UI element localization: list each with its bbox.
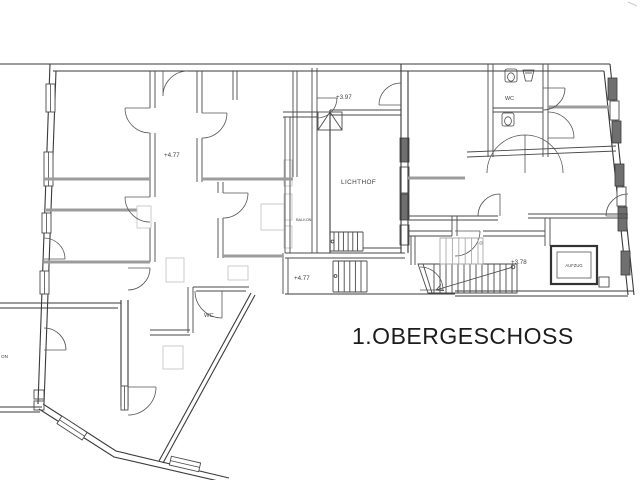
interior-walls bbox=[149, 64, 628, 336]
wc-fixtures bbox=[501, 68, 535, 127]
label-level-right: +3.78 bbox=[511, 259, 527, 266]
stair-corridor bbox=[332, 260, 368, 293]
toilet-icon bbox=[504, 68, 518, 83]
interior-walls-gray bbox=[44, 105, 610, 264]
stair-lichthof bbox=[330, 231, 364, 252]
labels: +4.77 +4.77 +3.97 +3.78 LICHTHOF BALKON … bbox=[1, 94, 574, 359]
label-level-top-left: +4.77 bbox=[164, 152, 180, 159]
stair-main bbox=[417, 263, 518, 294]
page-title: 1.OBERGESCHOSS bbox=[352, 323, 574, 349]
window-symbols-right-wall bbox=[607, 77, 631, 276]
label-wc-bottom: WC bbox=[204, 313, 214, 319]
shaft-rects bbox=[136, 203, 285, 370]
label-lichthof: LICHTHOF bbox=[341, 179, 376, 186]
label-balkon-strip: BALKON bbox=[296, 218, 312, 222]
label-balkon-left-clipped: ON bbox=[1, 354, 8, 359]
door-swings bbox=[43, 70, 629, 416]
stair-upper-flight-gray bbox=[439, 237, 484, 265]
sink-icon bbox=[522, 69, 535, 82]
label-wc-top: WC bbox=[505, 96, 514, 102]
window-symbols-lichthof-wall bbox=[399, 137, 410, 246]
label-level-mid: +4.77 bbox=[294, 275, 310, 282]
elevator: AUFZUG bbox=[549, 244, 610, 288]
window-symbols-wing-wall bbox=[56, 415, 202, 473]
toilet-icon bbox=[501, 112, 515, 127]
elevator-label: AUFZUG bbox=[565, 263, 582, 268]
window-symbol-annex bbox=[120, 385, 129, 411]
label-level-upper-center: +3.97 bbox=[336, 94, 352, 101]
